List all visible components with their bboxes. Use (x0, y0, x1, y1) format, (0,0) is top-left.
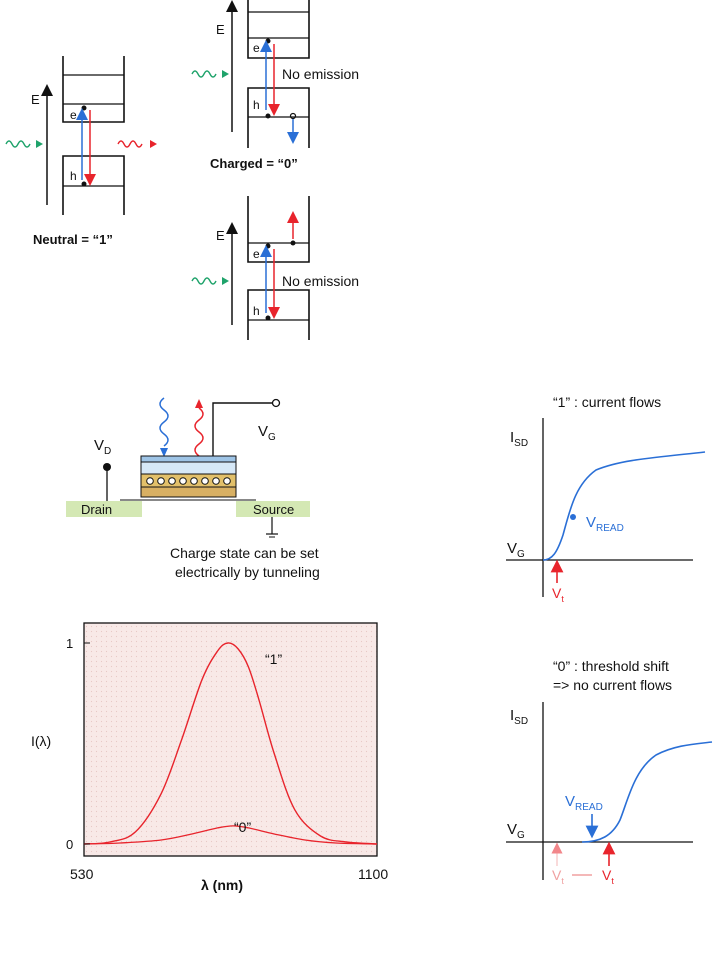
hole-label: h (253, 304, 260, 318)
vread-point (570, 514, 576, 520)
band-diagram-neutral: E e h Neutral = “1” (5, 56, 157, 247)
valence-band (247, 87, 310, 148)
iv-top-title: “1” : current flows (553, 394, 661, 410)
electron-dot (81, 105, 87, 111)
iv-bottom-title-line2: => no current flows (553, 677, 672, 693)
source-pad (236, 501, 310, 517)
gate-oxide (140, 461, 237, 475)
energy-label: E (216, 228, 225, 243)
conduction-band (247, 196, 310, 263)
iv-top-vread: VREAD (586, 514, 624, 534)
iv-bottom-vread: VREAD (565, 793, 603, 813)
incoming-photon-icon (191, 70, 217, 78)
energy-label: E (216, 22, 225, 37)
iv-bottom-vt-new: Vt (602, 867, 614, 886)
hole-label: h (70, 169, 77, 183)
band-diagram-charged-top: E e h No emission Charged = “0” (191, 0, 359, 171)
iv-bottom-title-line1: “0” : threshold shift (553, 658, 669, 674)
iv-top-x-label: VG (507, 540, 525, 560)
gate-electrode (140, 455, 237, 463)
electron-label: e (253, 247, 260, 261)
drain-label: Drain (81, 502, 112, 517)
no-emission-label: No emission (282, 66, 359, 82)
iv-bottom-curve (581, 741, 713, 843)
iv-top-vt: Vt (552, 585, 564, 604)
series-label-0: “0” (234, 819, 251, 835)
source-label: Source (253, 502, 294, 517)
x-tick-1100: 1100 (358, 866, 388, 882)
conduction-band (62, 56, 125, 123)
hole-dot (81, 181, 87, 187)
series-curve-1 (83, 642, 378, 845)
gate-wire (212, 402, 272, 458)
gate-terminal (271, 398, 281, 408)
emitted-photon-icon (117, 140, 143, 148)
iv-top-curve (542, 451, 706, 561)
gate-voltage-label: VG (258, 423, 276, 443)
x-axis-label: λ (nm) (201, 877, 243, 893)
incoming-photon-icon (5, 140, 31, 148)
energy-label: E (31, 92, 40, 107)
valence-band (247, 289, 310, 340)
drain-pad (66, 501, 142, 517)
device-schematic: VG Drain Source VD Charge state can be s… (66, 397, 320, 580)
drain-voltage-label: VD (94, 437, 111, 457)
charged-caption: Charged = “0” (210, 156, 298, 171)
y-tick-1: 1 (66, 636, 73, 651)
neutral-caption: Neutral = “1” (33, 232, 113, 247)
spectrum-chart: “1” “0” 1 0 530 1100 I(λ) λ (nm) (31, 622, 388, 893)
plot-area (83, 622, 378, 857)
floating-gate-layer (140, 473, 237, 488)
y-axis-label: I(λ) (31, 733, 51, 749)
electron-label: e (70, 108, 77, 122)
series-curve-0 (83, 825, 378, 845)
iv-bottom-y-label: ISD (510, 707, 528, 727)
quantum-dot-row (146, 477, 231, 485)
x-tick-530: 530 (70, 866, 94, 882)
hole-label: h (253, 98, 260, 112)
band-diagram-charged-bottom: E e h No emission (191, 196, 359, 340)
no-emission-label: No emission (282, 273, 359, 289)
incoming-photon-icon (159, 397, 169, 447)
iv-plot-state-0: “0” : threshold shift => no current flow… (506, 658, 713, 886)
y-tick-0: 0 (66, 837, 73, 852)
emitted-photon-icon (194, 407, 204, 457)
iv-plot-state-1: “1” : current flows ISD VG VREAD Vt (506, 394, 706, 604)
iv-bottom-x-label: VG (507, 821, 525, 841)
drain-terminal (103, 463, 111, 471)
device-caption-line1: Charge state can be set (170, 545, 319, 561)
iv-top-y-label: ISD (510, 429, 528, 449)
incoming-photon-icon (191, 277, 217, 285)
electron-label: e (253, 41, 260, 55)
tunnel-oxide (140, 486, 237, 498)
device-caption-line2: electrically by tunneling (175, 564, 320, 580)
iv-bottom-vt-old: Vt (552, 867, 564, 886)
series-label-1: “1” (265, 651, 282, 667)
conduction-band (247, 0, 310, 59)
